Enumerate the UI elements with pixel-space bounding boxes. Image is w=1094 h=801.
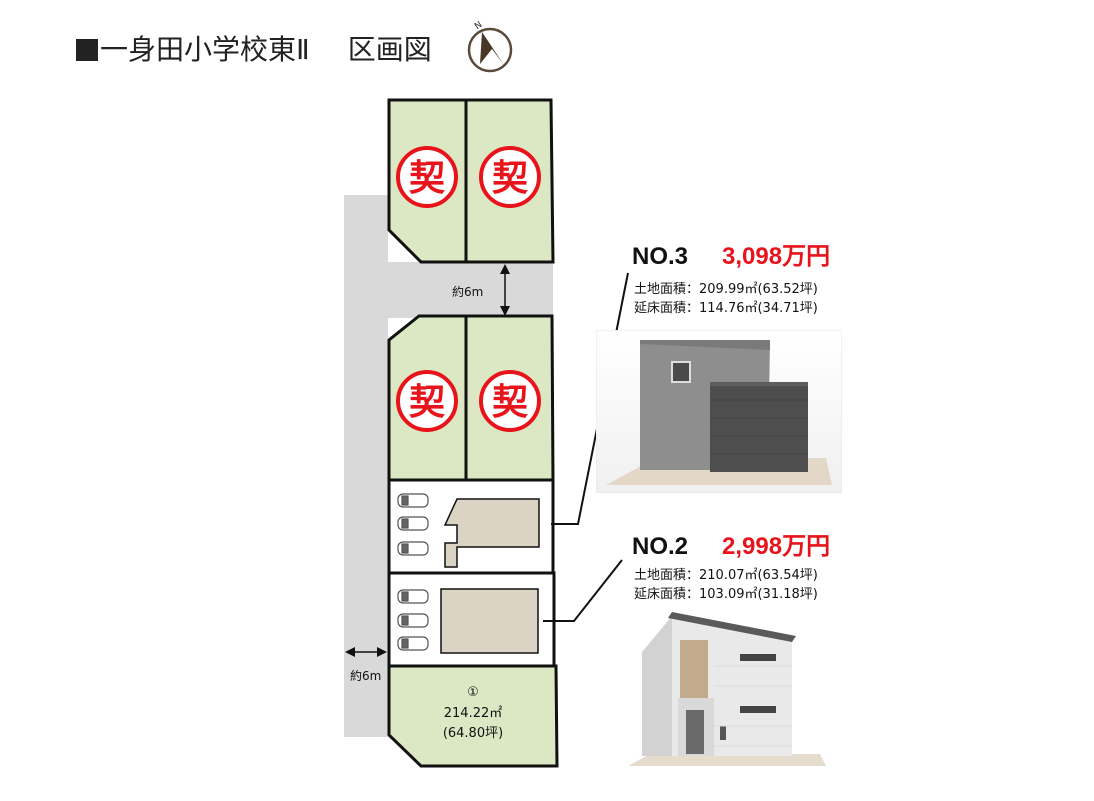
page-title: 一身田小学校東Ⅱ 区画図 — [76, 28, 432, 68]
road-width-arrow-horizontal — [345, 647, 387, 657]
parking-car-icons-no3 — [397, 493, 429, 556]
lot1-number: ① — [467, 685, 479, 700]
lot1-area-m2: 214.22㎡ — [444, 706, 503, 721]
road-side — [344, 195, 388, 737]
contract-mark-1: 契 — [396, 146, 458, 208]
north-compass-icon: N — [467, 20, 513, 73]
no3-floor-area: 延床面積：114.76㎡(34.71坪) — [634, 301, 818, 316]
title-main: 一身田小学校東Ⅱ — [100, 33, 310, 66]
no2-label: NO.2 — [632, 533, 689, 560]
no2-house-photo — [620, 606, 826, 774]
building-no3 — [443, 498, 540, 568]
no3-price: 3,098万円 — [722, 243, 831, 270]
square-bullet-icon — [76, 39, 98, 61]
no3-label: NO.3 — [632, 243, 689, 270]
contract-mark-4: 契 — [479, 370, 541, 432]
contract-mark-text: 契 — [492, 158, 528, 199]
no2-specs: 土地面積：210.07㎡(63.54坪) 延床面積：103.09㎡(31.18坪… — [634, 566, 818, 604]
no2-floor-area: 延床面積：103.09㎡(31.18坪) — [634, 587, 818, 602]
title-sub: 区画図 — [347, 33, 432, 66]
road-access — [388, 195, 553, 318]
no3-heading: NO.3 3,098万円 — [632, 236, 830, 271]
compass-north-letter: N — [473, 20, 484, 32]
parking-car-icons-no2 — [397, 589, 429, 651]
no3-land-area: 土地面積：209.99㎡(63.52坪) — [634, 282, 818, 297]
road-width-label: 約6m — [452, 284, 483, 299]
no2-land-area: 土地面積：210.07㎡(63.54坪) — [634, 568, 818, 583]
building-no2 — [440, 588, 539, 654]
lot1-area-tsubo: (64.80坪) — [443, 726, 503, 741]
no3-specs: 土地面積：209.99㎡(63.52坪) 延床面積：114.76㎡(34.71坪… — [634, 280, 818, 318]
no2-heading: NO.2 2,998万円 — [632, 526, 830, 561]
contract-mark-text: 契 — [409, 158, 445, 199]
contract-mark-3: 契 — [396, 370, 458, 432]
no3-house-photo — [596, 330, 842, 493]
contract-mark-text: 契 — [492, 382, 528, 423]
lot-1 — [387, 664, 559, 768]
contract-mark-text: 契 — [409, 382, 445, 423]
contract-mark-2: 契 — [479, 146, 541, 208]
no2-price: 2,998万円 — [722, 533, 831, 560]
road-width-arrow-vertical — [500, 264, 510, 316]
road-width-side-label: 約6m — [350, 668, 381, 683]
leader-line-no2 — [543, 559, 623, 622]
